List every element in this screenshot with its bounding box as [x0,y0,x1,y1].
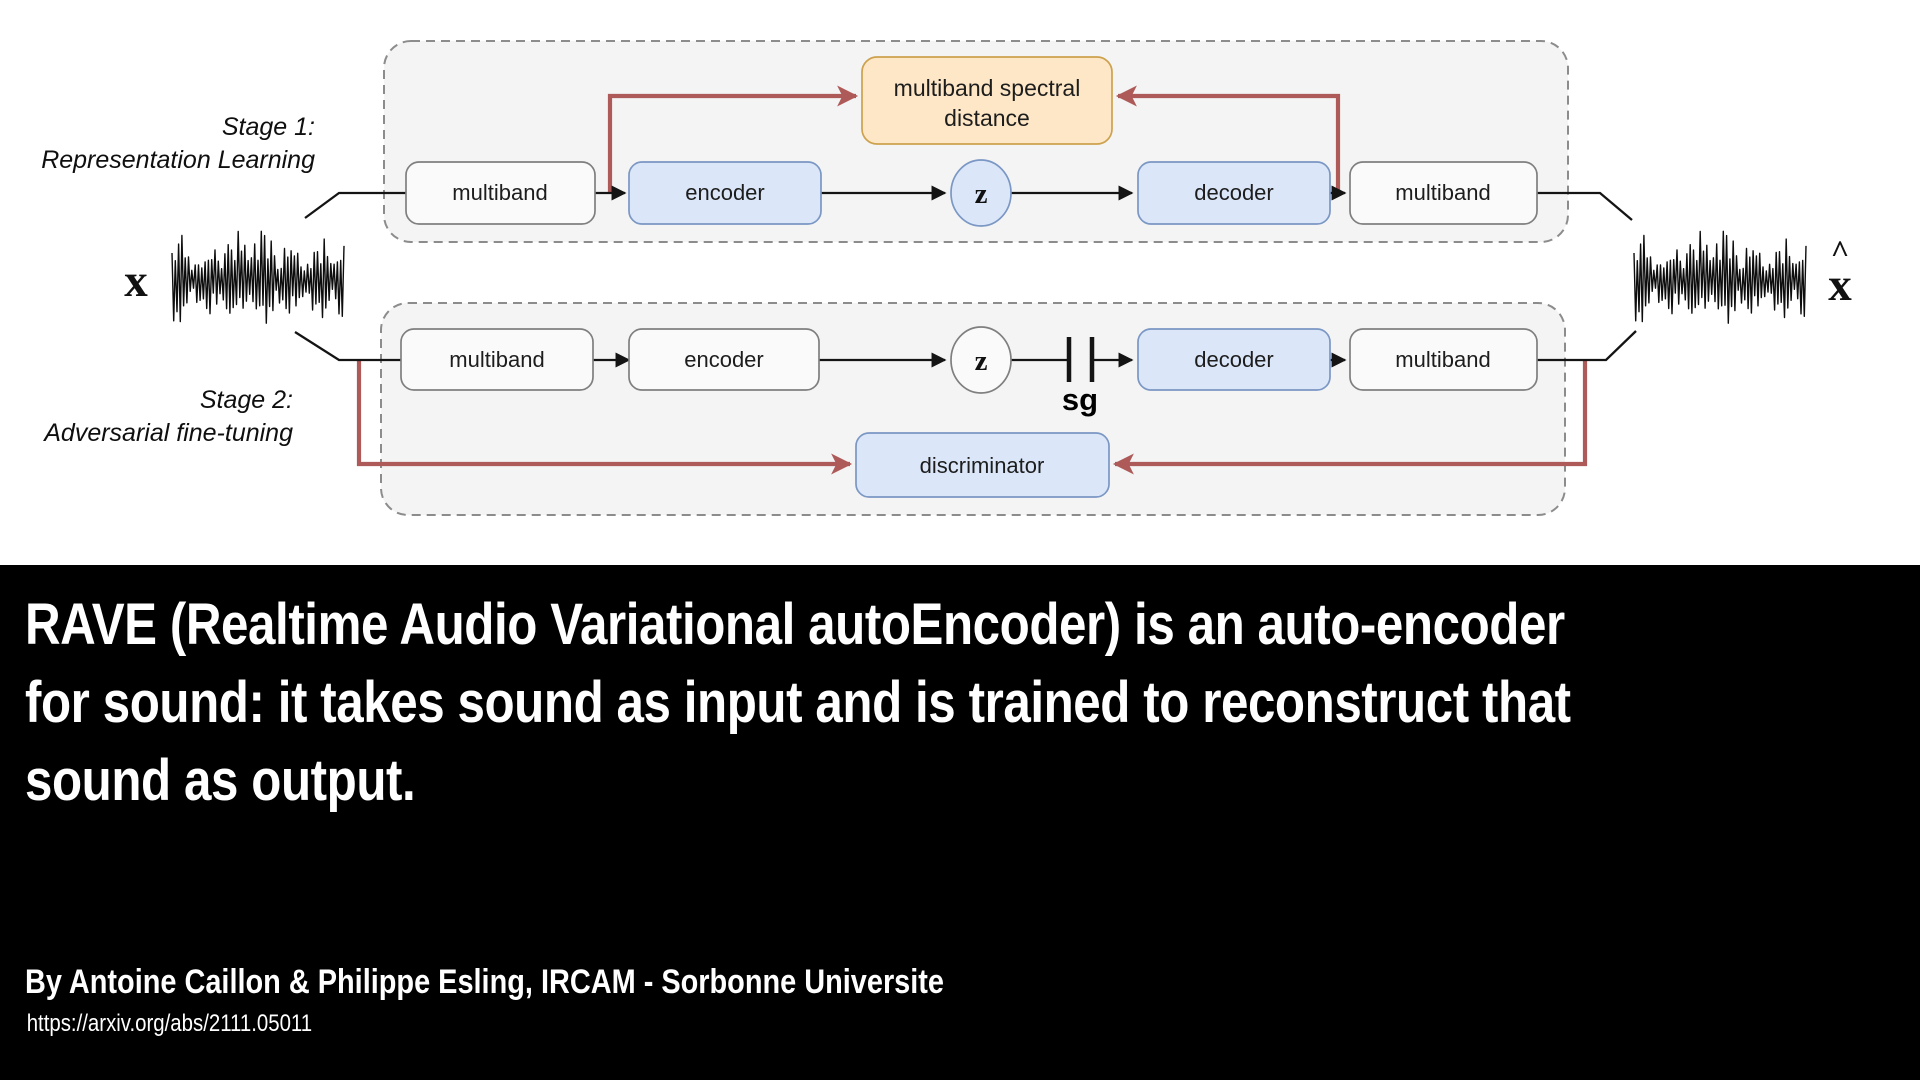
stage1-multiband-out-label: multiband [1395,180,1490,205]
stage2-latent-z-label: z [975,345,988,377]
loss-arrow-from-input [607,85,859,193]
input-line-stage1 [304,191,406,219]
stage2-multiband-out-box [1349,328,1538,391]
caption-text-block: RAVE (Realtime Audio Variational autoEnc… [25,565,1895,1080]
stop-gradient-label: sg [1062,382,1098,417]
input-waveform [171,230,345,324]
discriminator-arrow-from-output [1112,360,1588,475]
stage2-decoder-box [1137,328,1331,391]
output-signal-hat: ^ [1831,233,1850,269]
stage1-multiband-in-label: multiband [452,180,547,205]
output-waveform [1633,230,1807,324]
loss-box-label-line1: multiband spectral [894,75,1081,101]
caption-band: RAVE (Realtime Audio Variational autoEnc… [0,565,1920,1080]
stage1-multiband-out-box [1349,161,1538,225]
loss-arrow-from-output [1115,85,1341,193]
input-signal-label: x [124,255,148,307]
arxiv-link[interactable]: https://arxiv.org/abs/2111.05011 [26,1010,313,1037]
output-line-stage2 [1537,330,1637,362]
multiband-spectral-distance-box [861,56,1113,145]
stage2-label-line1: Stage 2: [200,386,293,414]
output-line-stage1 [1537,191,1633,221]
headline-line-2: for sound: it takes sound as input and i… [25,670,1571,735]
stage1-label-line1: Stage 1: [222,113,315,141]
output-signal-label: x [1828,259,1852,311]
rave-architecture-diagram: Stage 1: Representation Learning Stage 2… [41,40,1852,516]
stage1-encoder-box [628,161,822,225]
stage1-encoder-label: encoder [685,180,765,205]
stage1-latent-z-node [950,159,1012,227]
stage2-multiband-in-box [400,328,594,391]
discriminator-arrow-from-input [356,360,853,475]
stage1-decoder-label: decoder [1194,180,1274,205]
stage1-multiband-in-box [405,161,596,225]
headline: RAVE (Realtime Audio Variational autoEnc… [25,586,1571,820]
stage2-label-line2: Adversarial fine-tuning [42,419,293,447]
headline-line-1: RAVE (Realtime Audio Variational autoEnc… [25,592,1565,657]
stage2-encoder-box [628,328,820,391]
loss-box-label-line2: distance [944,105,1030,131]
discriminator-box [855,432,1110,498]
stage1-latent-z-label: z [975,178,988,210]
stage1-decoder-box [1137,161,1331,225]
stage2-decoder-label: decoder [1194,347,1274,372]
discriminator-label: discriminator [920,453,1045,478]
authors-byline: By Antoine Caillon & Philippe Esling, IR… [25,963,944,1001]
stage1-label-line2: Representation Learning [41,146,315,174]
stage2-encoder-label: encoder [684,347,764,372]
input-line-stage2 [294,331,401,362]
headline-line-3: sound as output. [25,748,416,813]
stage2-multiband-in-label: multiband [449,347,544,372]
stage2-multiband-out-label: multiband [1395,347,1490,372]
stage2-latent-z-node [950,326,1012,394]
